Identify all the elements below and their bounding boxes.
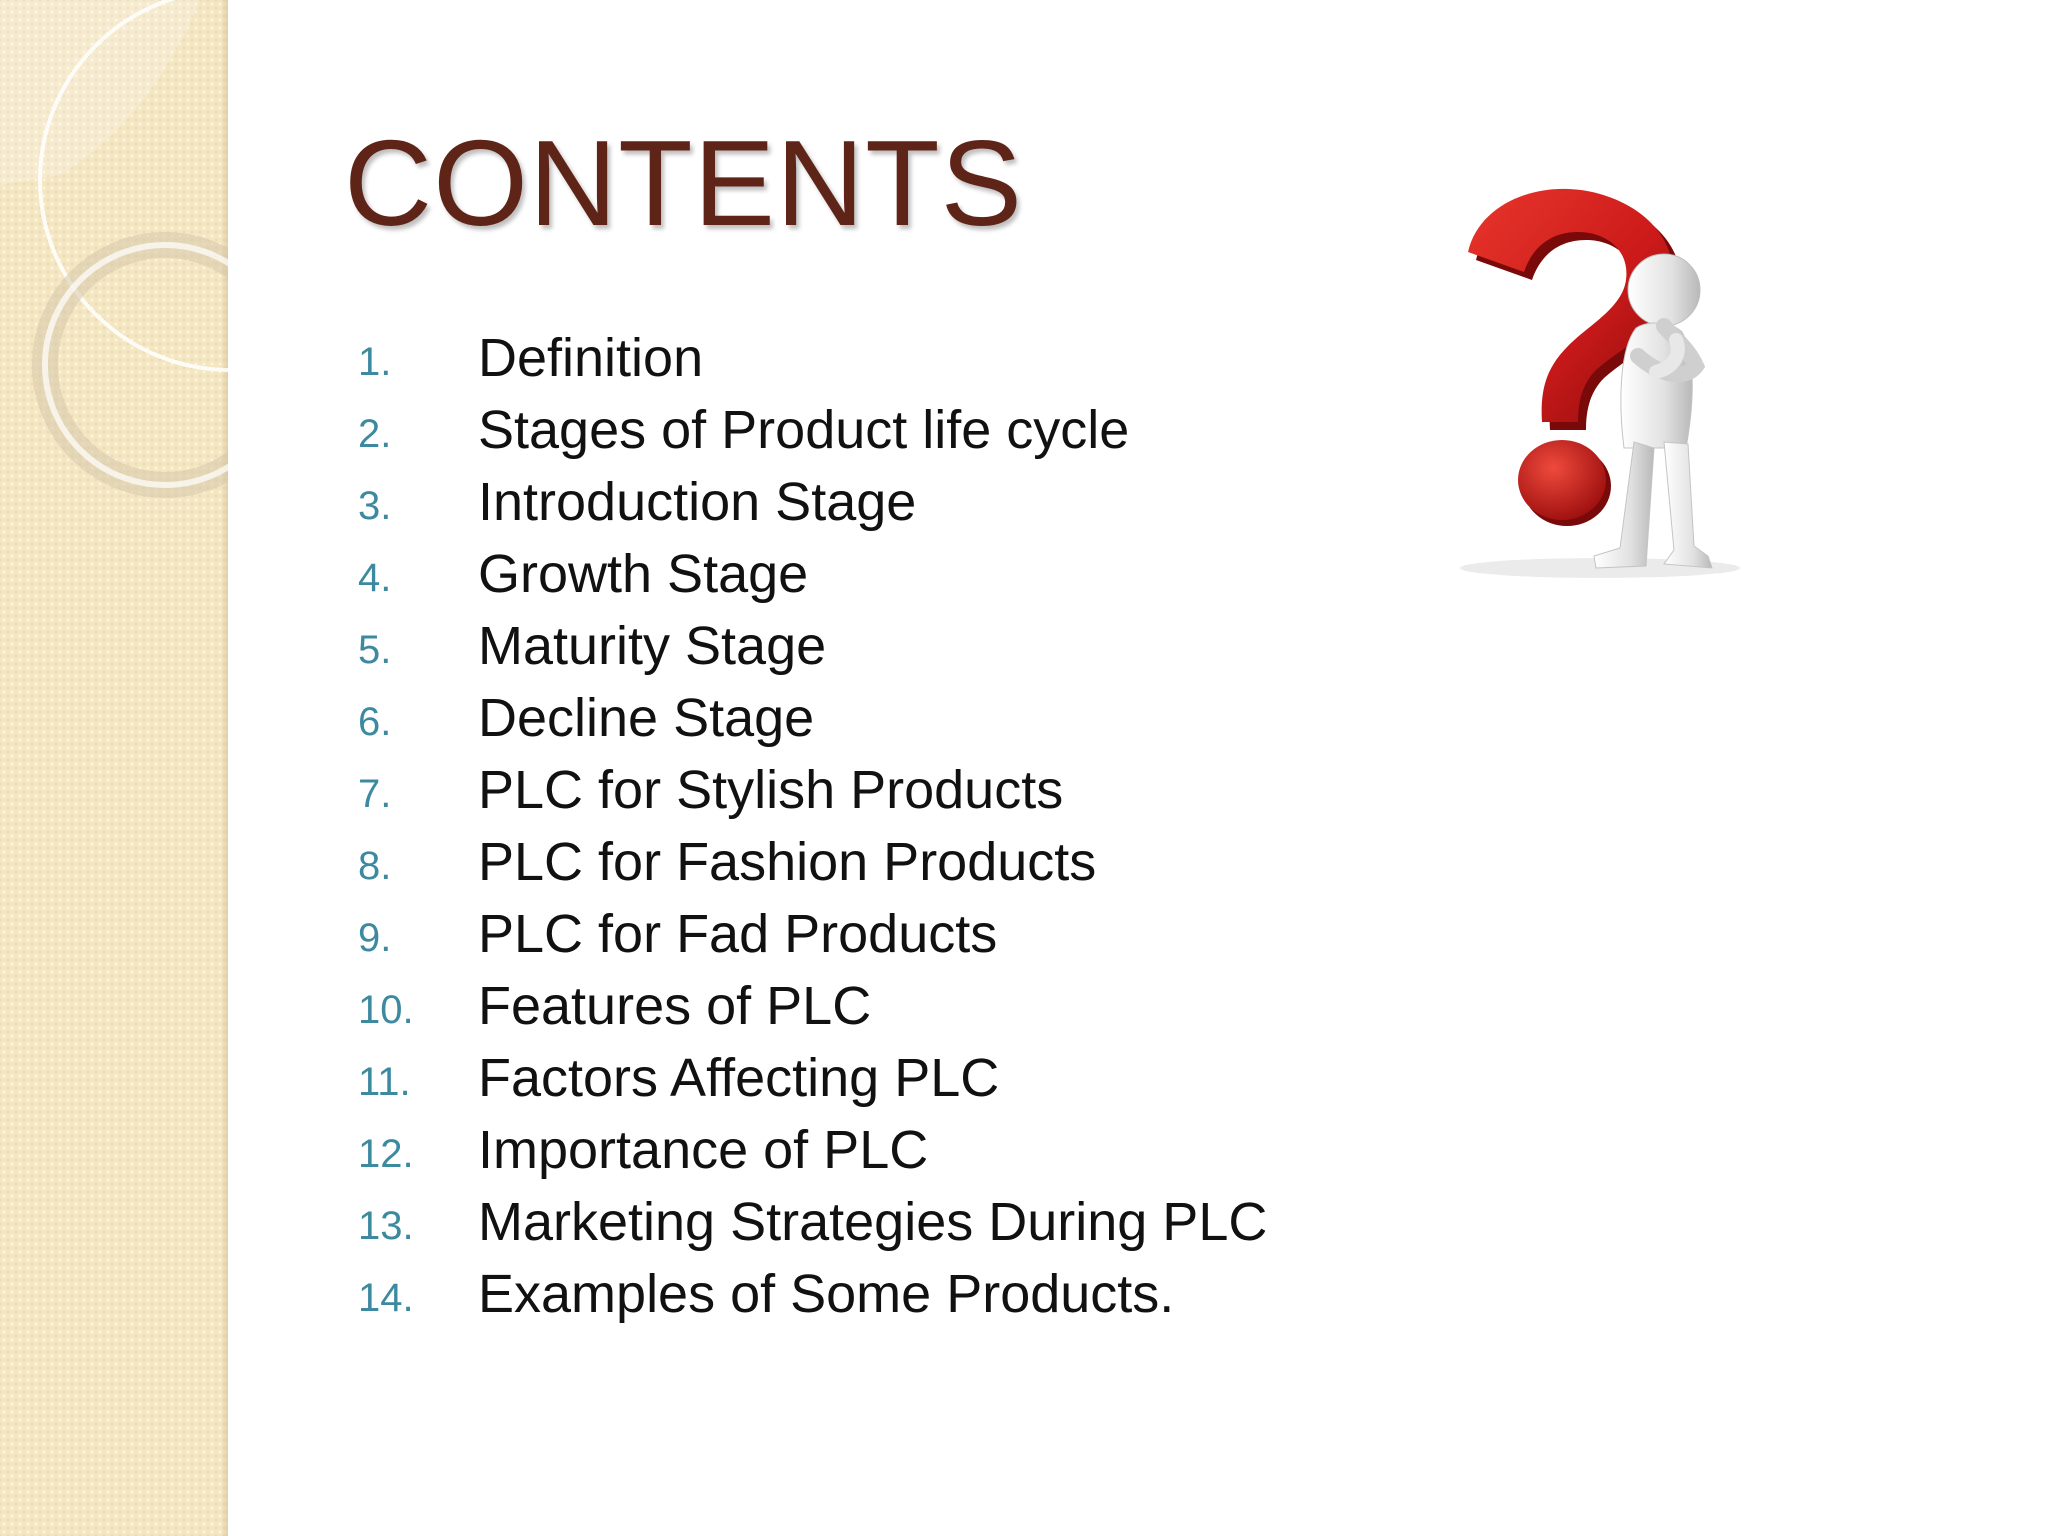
item-label: Maturity Stage bbox=[478, 616, 827, 676]
list-item: 1. Definition bbox=[358, 322, 1267, 394]
item-number: 5. bbox=[358, 627, 392, 672]
list-item: 2. Stages of Product life cycle bbox=[358, 394, 1267, 466]
item-number: 9. bbox=[358, 915, 392, 960]
slide-title: CONTENTS bbox=[344, 115, 1023, 251]
item-number: 10. bbox=[358, 987, 414, 1032]
item-label: PLC for Fashion Products bbox=[478, 832, 1097, 892]
item-number: 8. bbox=[358, 843, 392, 888]
item-number: 2. bbox=[358, 411, 392, 456]
item-label: PLC for Stylish Products bbox=[478, 760, 1064, 820]
contents-list: 1. Definition 2. Stages of Product life … bbox=[358, 322, 1267, 1330]
item-label: Definition bbox=[478, 328, 704, 388]
item-number: 14. bbox=[358, 1275, 414, 1320]
thinking-figure bbox=[1593, 253, 1713, 569]
item-label: Introduction Stage bbox=[478, 472, 917, 532]
list-item: 5. Maturity Stage bbox=[358, 610, 1267, 682]
list-item: 13. Marketing Strategies During PLC bbox=[358, 1186, 1267, 1258]
item-number: 11. bbox=[358, 1059, 411, 1104]
item-label: Importance of PLC bbox=[478, 1120, 929, 1180]
list-item: 14. Examples of Some Products. bbox=[358, 1258, 1267, 1330]
item-label: Factors Affecting PLC bbox=[478, 1048, 1000, 1108]
list-item: 3. Introduction Stage bbox=[358, 466, 1267, 538]
item-number: 4. bbox=[358, 555, 392, 600]
side-decoration-panel bbox=[0, 0, 228, 1536]
list-item: 11. Factors Affecting PLC bbox=[358, 1042, 1267, 1114]
decorative-rings bbox=[0, 0, 228, 498]
list-item: 10. Features of PLC bbox=[358, 970, 1267, 1042]
list-item: 9. PLC for Fad Products bbox=[358, 898, 1267, 970]
item-label: Stages of Product life cycle bbox=[478, 400, 1130, 460]
item-label: Features of PLC bbox=[478, 976, 872, 1036]
item-label: Examples of Some Products. bbox=[478, 1264, 1175, 1324]
item-label: Marketing Strategies During PLC bbox=[478, 1192, 1268, 1252]
item-number: 13. bbox=[358, 1203, 414, 1248]
thinking-figure-question-mark-icon bbox=[1450, 180, 1770, 600]
item-number: 12. bbox=[358, 1131, 414, 1176]
list-item: 7. PLC for Stylish Products bbox=[358, 754, 1267, 826]
item-number: 6. bbox=[358, 699, 392, 744]
question-mark-figure-graphic bbox=[1460, 188, 1740, 578]
item-number: 7. bbox=[358, 771, 392, 816]
item-number: 3. bbox=[358, 483, 392, 528]
item-label: PLC for Fad Products bbox=[478, 904, 998, 964]
list-item: 8. PLC for Fashion Products bbox=[358, 826, 1267, 898]
item-label: Growth Stage bbox=[478, 544, 809, 604]
list-item: 6. Decline Stage bbox=[358, 682, 1267, 754]
list-item: 4. Growth Stage bbox=[358, 538, 1267, 610]
list-item: 12. Importance of PLC bbox=[358, 1114, 1267, 1186]
item-label: Decline Stage bbox=[478, 688, 815, 748]
item-number: 1. bbox=[358, 339, 392, 384]
